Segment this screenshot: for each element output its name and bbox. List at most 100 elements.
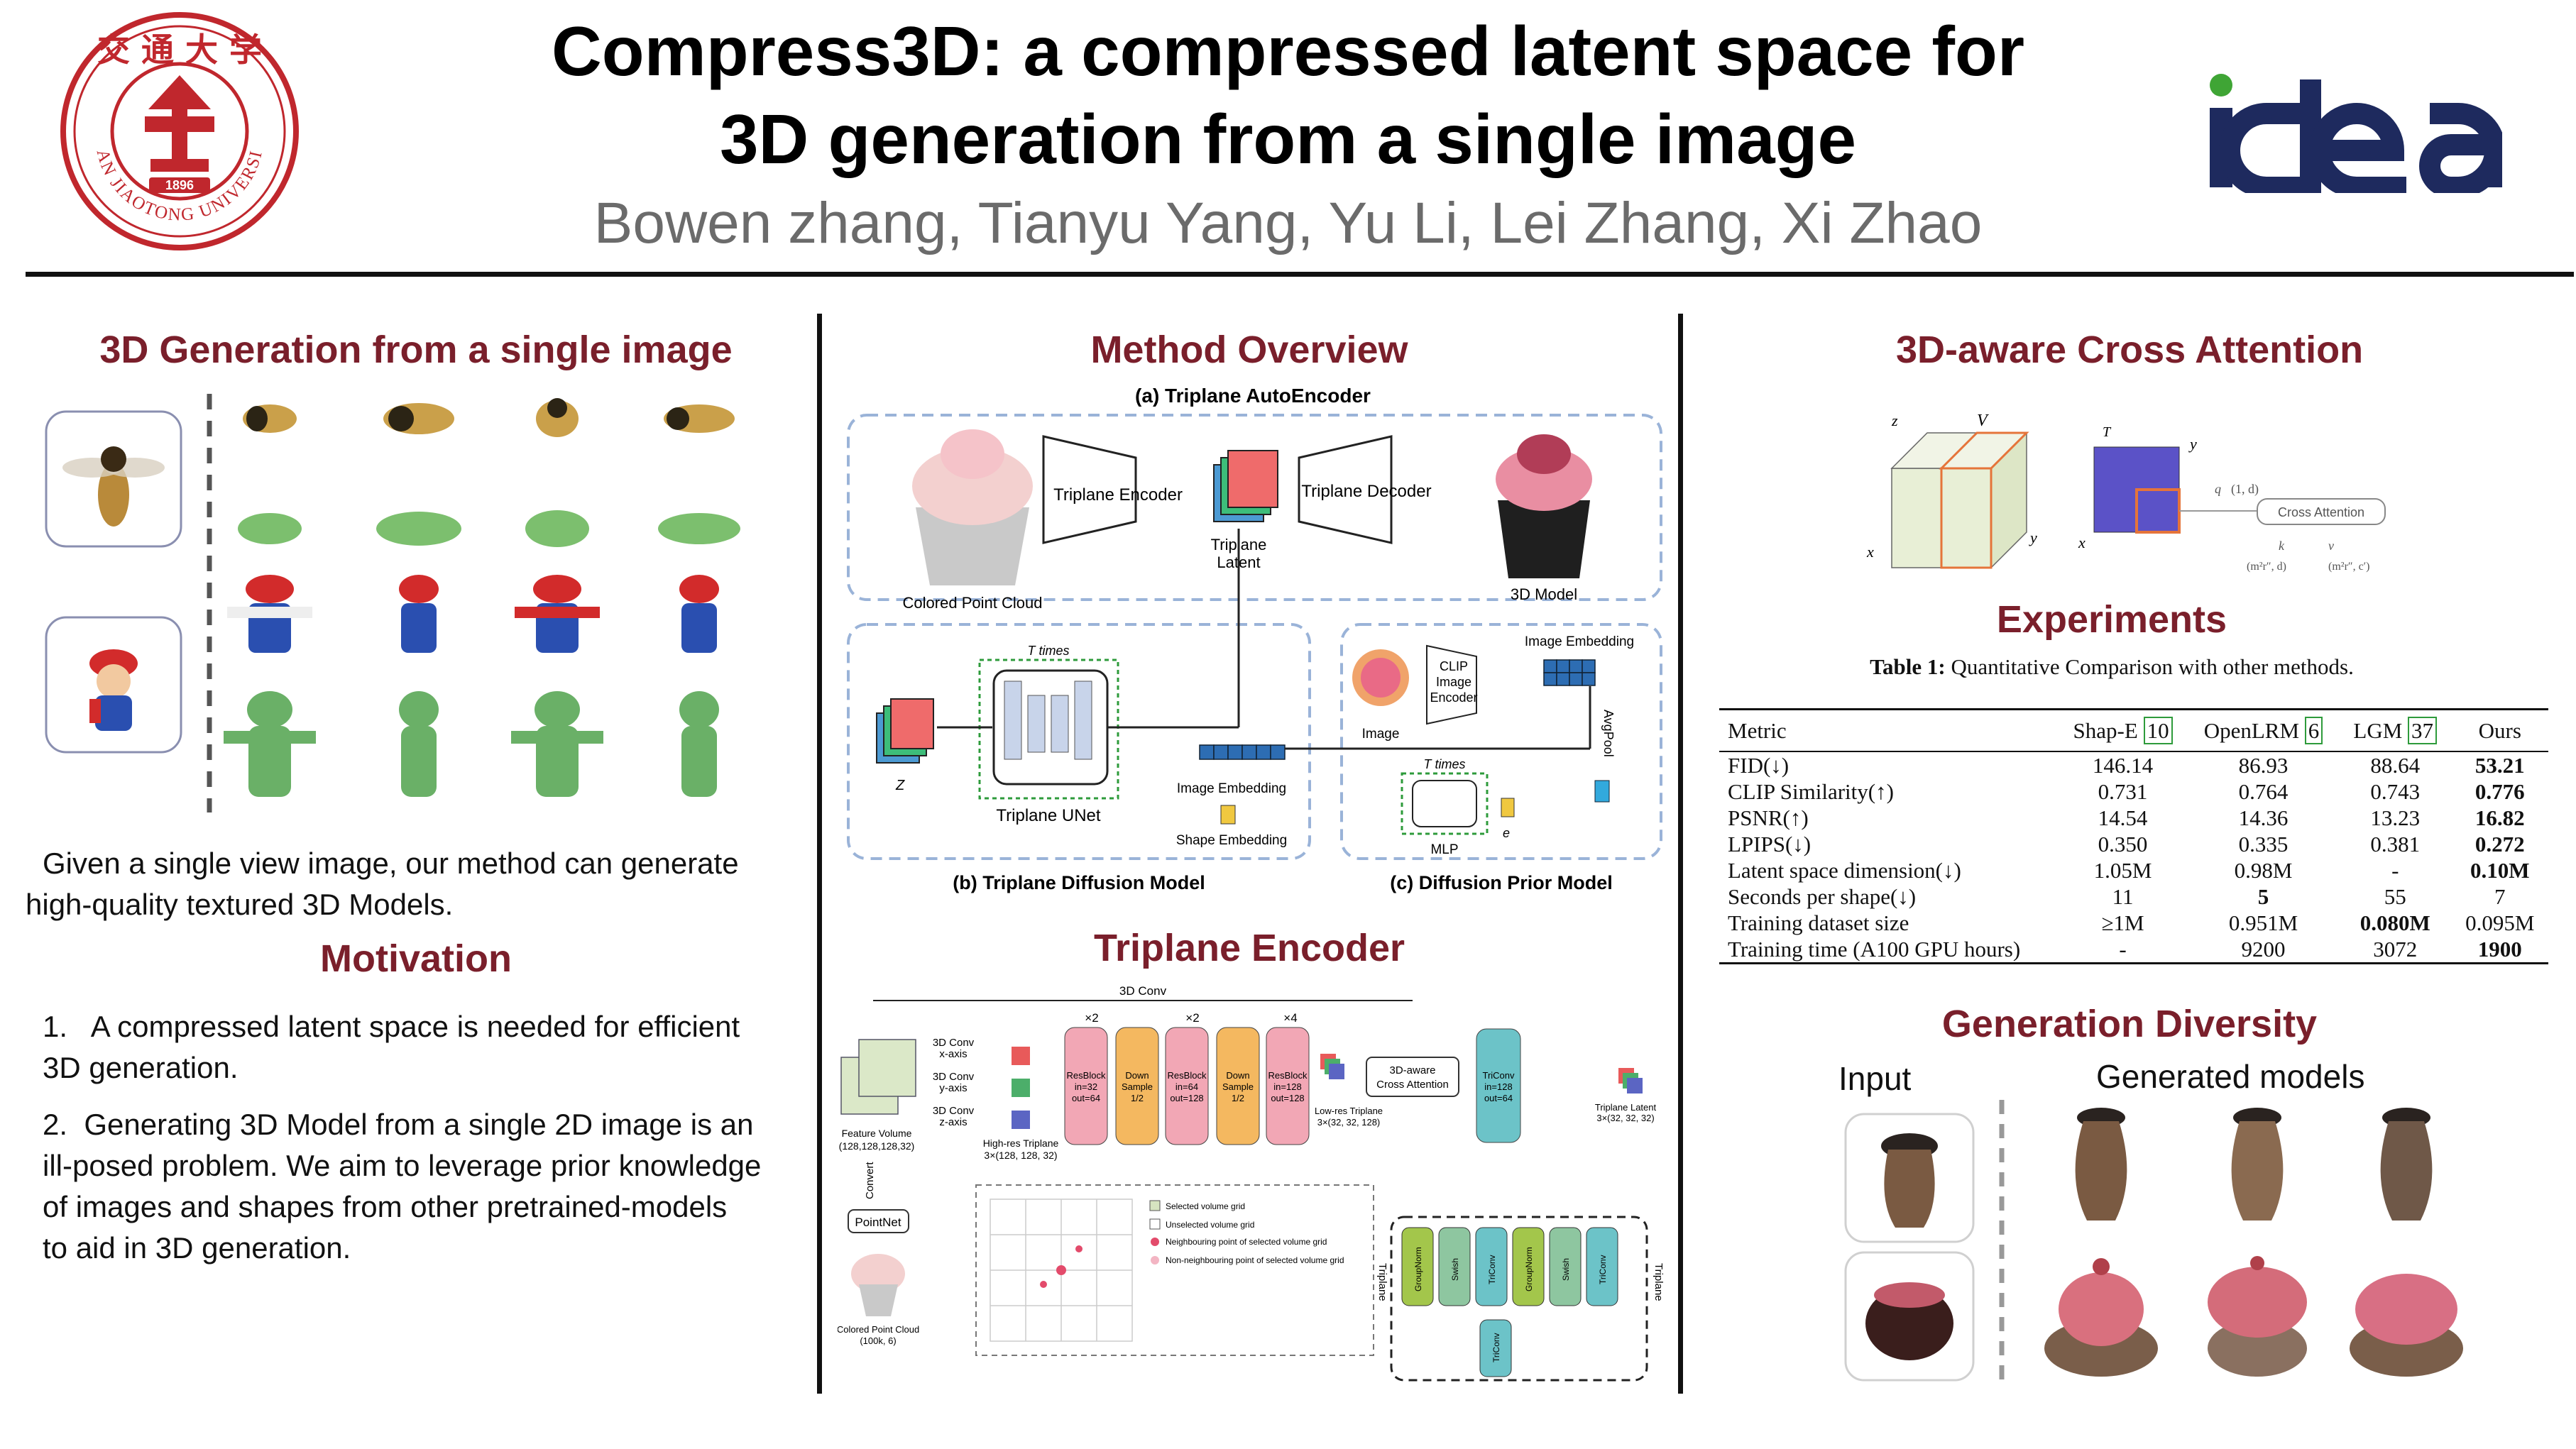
ref-lgm: 37 [2408, 716, 2438, 744]
conv-x-label-1: 3D Conv [933, 1037, 975, 1049]
q-label: q [2215, 482, 2221, 496]
value-cell: 1900 [2477, 936, 2522, 962]
et-label: e [1503, 826, 1510, 840]
value-cell: 55 [2384, 883, 2406, 909]
generated-vases [2075, 1108, 2433, 1221]
triconv-label-1: TriConv [1482, 1070, 1515, 1081]
motivation-item-2: 2. Generating 3D Model from a single 2D … [43, 1104, 816, 1269]
mario-input-image [89, 649, 138, 731]
point-cloud-cupcake [912, 429, 1033, 585]
conv-y-label-2: y-axis [939, 1082, 967, 1094]
res-cell-6: TriConv [1598, 1255, 1608, 1284]
image-label: Image [1362, 727, 1400, 742]
value-cell: 0.764 [2238, 778, 2289, 804]
pointnet-label: PointNet [855, 1216, 901, 1229]
conv-x-label-2: x-axis [939, 1048, 967, 1060]
col-metric: Metric [1728, 717, 1787, 743]
col-shape: Shap-E 10 [2058, 710, 2188, 751]
value-cell: 7 [2494, 883, 2506, 909]
block-2-line-2: Sample [1122, 1081, 1153, 1092]
metric-cell: Seconds per shape(↓) [1728, 883, 1917, 909]
block-3-line-3: out=128 [1170, 1093, 1203, 1103]
diversity-gallery [1838, 1100, 2548, 1391]
v-dim-label: (m²r″, c′) [2328, 561, 2370, 573]
motivation-item-1-line-2: 3D generation. [43, 1051, 239, 1084]
k-label: k [2279, 539, 2285, 553]
vd-label: V [1977, 412, 1989, 430]
res-skip-label: TriConv [1491, 1333, 1501, 1362]
feature-volume-label-1: Feature Volume [842, 1128, 912, 1139]
block-3-line-2: in=64 [1175, 1081, 1198, 1092]
block-5-line-3: out=128 [1271, 1093, 1304, 1103]
value-cell: 0.335 [2238, 831, 2289, 856]
block-2-line-3: 1/2 [1131, 1093, 1144, 1103]
block-1-line-2: in=32 [1075, 1081, 1097, 1092]
triplane-encoder-label: Triplane Encoder [1053, 485, 1183, 505]
k-dim-label: (m²r″, d) [2247, 561, 2286, 573]
results-table: Metric Shap-E 10 OpenLRM 6 LGM 37 Ours F… [1719, 708, 2548, 964]
value-cell: 0.350 [2098, 831, 2148, 856]
plane-y-label: y [2188, 435, 2197, 453]
value-cell: 14.54 [2098, 805, 2148, 830]
mlp-label: MLP [1430, 842, 1458, 857]
triconv-label-3: out=64 [1484, 1093, 1513, 1103]
value-cell: 13.23 [2370, 805, 2421, 830]
feature-volume-label-2: (128,128,128,32) [839, 1140, 915, 1152]
table-caption-label: Table 1: [1870, 654, 1946, 679]
svg-text:1896: 1896 [165, 178, 194, 192]
metric-cell: CLIP Similarity(↑) [1728, 778, 1894, 804]
metric-cell: LPIPS(↓) [1728, 831, 1812, 856]
value-cell: 0.98M [2234, 857, 2293, 883]
value-cell: 0.381 [2370, 831, 2421, 856]
generated-models-label: Generated models [2096, 1058, 2365, 1095]
avgpool-label: AvgPool [1601, 710, 1616, 757]
section-title-generation: 3D Generation from a single image [99, 329, 733, 371]
value-cell: ≥1M [2101, 910, 2144, 935]
metric-cell: FID(↓) [1728, 752, 1790, 778]
block-5-line-1: ResBlock [1268, 1070, 1308, 1081]
value-cell: - [2391, 857, 2399, 883]
repeat-x2-label-1: ×2 [1085, 1011, 1098, 1025]
subfig-b-label: (b) Triplane Diffusion Model [953, 872, 1205, 893]
legend-item-4: Non-neighbouring point of selected volum… [1166, 1255, 1344, 1265]
hires-label-1: High-res Triplane [983, 1137, 1059, 1149]
block-1-line-3: out=64 [1072, 1093, 1100, 1103]
value-cell: 86.93 [2238, 752, 2289, 778]
poster-title-line-1: Compress3D: a compressed latent space fo… [551, 12, 2025, 90]
value-cell: 14.36 [2238, 805, 2289, 830]
table-caption: Table 1: Quantitative Comparison with ot… [1689, 654, 2534, 680]
res-cell-5: Swish [1561, 1258, 1571, 1281]
ref-openlrm: 6 [2304, 716, 2323, 744]
res-cell-2: Swish [1450, 1258, 1460, 1281]
value-cell: 16.82 [2474, 805, 2525, 830]
value-cell: 0.095M [2465, 910, 2535, 935]
value-cell: 0.731 [2098, 778, 2148, 804]
metric-cell: Training time (A100 GPU hours) [1728, 936, 2021, 962]
value-cell: 88.64 [2370, 752, 2421, 778]
bee-input-image [62, 446, 165, 527]
value-cell: 0.776 [2474, 778, 2525, 804]
clip-label-2: Image [1436, 675, 1471, 689]
column-divider-1 [817, 314, 822, 1394]
block-4-line-3: 1/2 [1232, 1093, 1244, 1103]
value-cell: 1.05M [2093, 857, 2152, 883]
motivation-item-1-number: 1. [43, 1010, 68, 1043]
section-title-triplane-encoder: Triplane Encoder [1093, 927, 1405, 969]
metric-cell: PSNR(↑) [1728, 805, 1809, 830]
value-cell: 5 [2257, 883, 2269, 909]
block-5-line-2: in=128 [1273, 1081, 1301, 1092]
ref-shape: 10 [2143, 716, 2173, 744]
t-times-label: T times [1027, 644, 1069, 658]
feature-volume-cube [840, 1039, 916, 1115]
image-embedding-label-b: Image Embedding [1177, 781, 1286, 796]
shape-embedding-label: Shape Embedding [1176, 833, 1287, 848]
txy-label: T [2103, 424, 2112, 440]
t-times-c-label: T times [1423, 757, 1465, 771]
value-cell: 11 [2112, 883, 2134, 909]
value-cell: 0.10M [2470, 857, 2530, 883]
generated-cakes [2044, 1256, 2463, 1377]
